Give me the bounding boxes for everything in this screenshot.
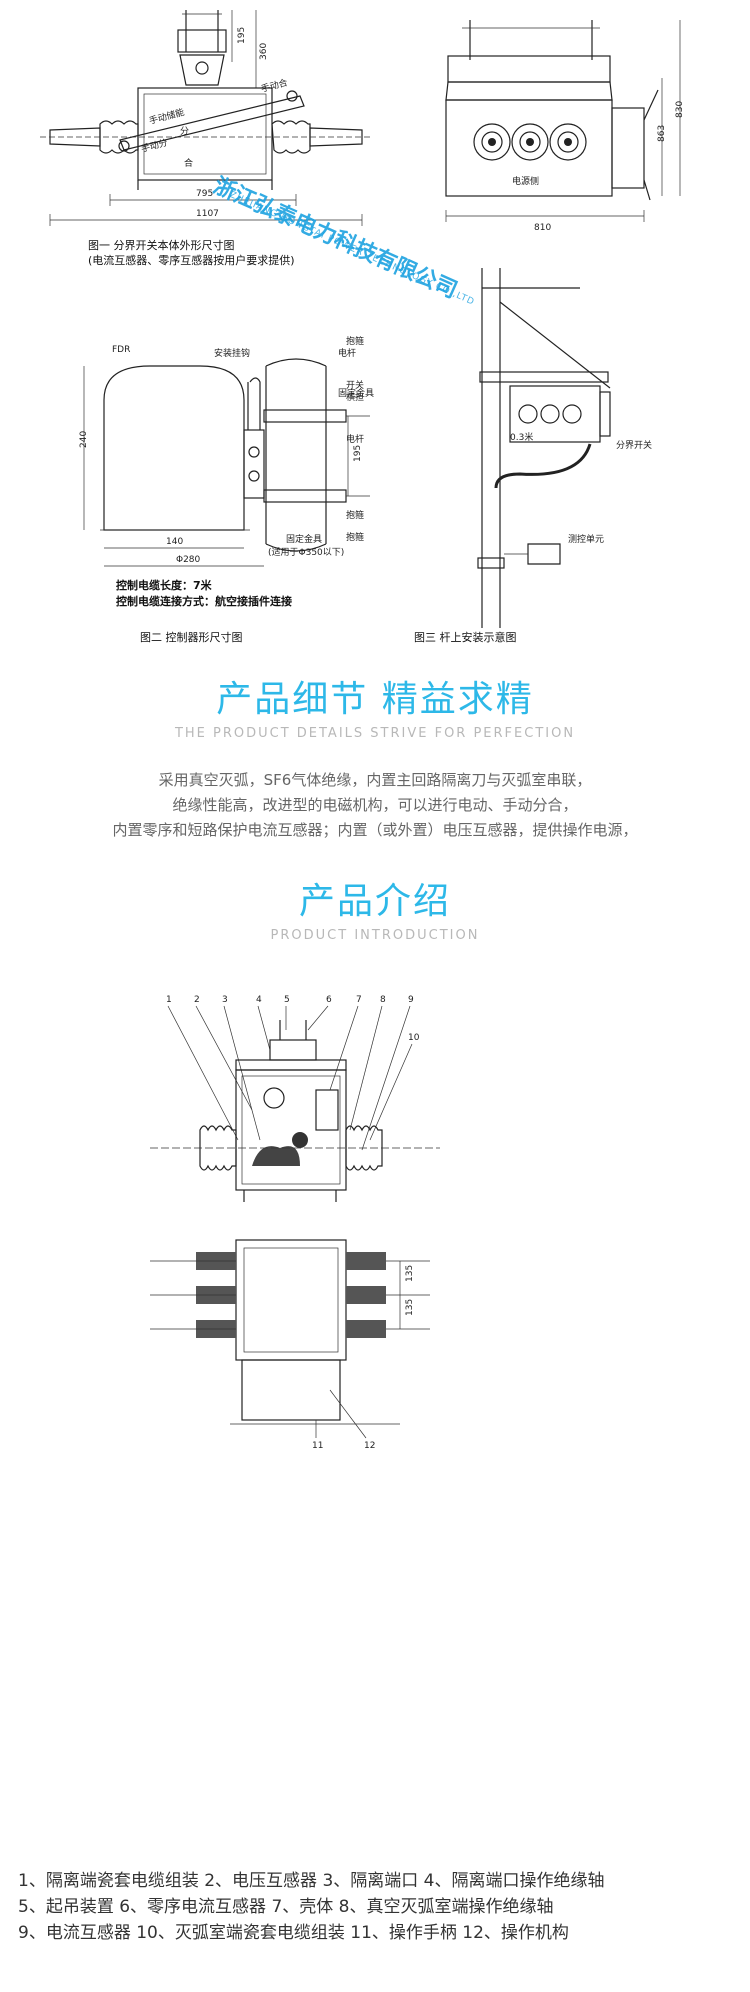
details-title: 产品细节 精益求精	[216, 679, 534, 720]
figure-1: 195 360 手动合 手动储能 手动分 分 合 795 1107 电源侧 86…	[0, 0, 750, 280]
legend-line-3: 9、电流互感器 10、灭弧室端瓷套电缆组装 11、操作手柄 12、操作机构	[18, 1923, 569, 1943]
dim-195b: 195	[353, 445, 363, 462]
legend-line-1: 1、隔离端瓷套电缆组装 2、电压互感器 3、隔离端口 4、隔离端口操作绝缘轴	[18, 1871, 605, 1891]
figure-1-drawing: 195 360 手动合 手动储能 手动分 分 合 795 1107 电源侧 86…	[40, 10, 685, 233]
callout-1: 1	[166, 995, 172, 1005]
label-close: 合	[184, 157, 193, 169]
callout-6: 6	[326, 995, 332, 1005]
label-mount-hook: 安装挂钩	[214, 347, 250, 359]
figure-2-drawing: 240 140 Φ280 195 FDR 安装挂钩 电杆 固定金具 固定金具 (…	[79, 345, 374, 567]
dim-280: Φ280	[176, 555, 201, 565]
callout-2: 2	[194, 995, 200, 1005]
label-power-side: 电源侧	[512, 175, 539, 187]
product-subtitle: PRODUCT INTRODUCTION	[270, 928, 480, 943]
dim-240: 240	[79, 431, 89, 448]
label-switch: 开关	[346, 379, 364, 391]
label-0-3m: 0.3米	[510, 431, 533, 443]
callout-10: 10	[408, 1033, 420, 1043]
figure-4: 1 2 3 4 5 6 7 8 9 10 11 12	[130, 990, 630, 1460]
fig1-bushings	[473, 123, 587, 161]
label-fixture-2-note: (适用于Φ350以下)	[268, 547, 344, 558]
callout-4: 4	[256, 995, 262, 1005]
dim-135-b: 135	[405, 1299, 415, 1316]
callout-12: 12	[364, 1441, 375, 1451]
fig2-caption: 图二 控制器形尺寸图	[140, 631, 243, 644]
label-measure-unit: 测控单元	[568, 533, 604, 545]
details-subtitle: THE PRODUCT DETAILS STRIVE FOR PERFECTIO…	[174, 726, 576, 741]
figure-3: 抱箍 开关 横担 电杆 0.3米 分界开关 抱箍 抱箍 测控单元 图三 杆上安装…	[346, 268, 750, 648]
fig1-caption-2: (电流互感器、零序互感器按用户要求提供)	[88, 254, 295, 267]
label-hoop-3: 抱箍	[346, 531, 364, 543]
intro-line-3: 内置零序和短路保护电流互感器；内置（或外置）电压互感器，提供操作电源，	[112, 821, 638, 839]
callout-5: 5	[284, 995, 290, 1005]
callout-7: 7	[356, 995, 362, 1005]
intro-line-1: 采用真空灭弧，SF6气体绝缘，内置主回路隔离刀与灭弧室串联，	[158, 771, 592, 789]
callout-8: 8	[380, 995, 386, 1005]
label-fixture-1: 固定金具	[338, 387, 374, 399]
fig2-note-1: 控制电缆长度：7米	[116, 579, 212, 592]
fig2-note-2: 控制电缆连接方式：航空接插件连接	[116, 595, 292, 608]
label-hoop-2: 抱箍	[346, 509, 364, 521]
figure-3-drawing: 抱箍 开关 横担 电杆 0.3米 分界开关 抱箍 抱箍 测控单元	[346, 268, 652, 628]
callout-3: 3	[222, 995, 228, 1005]
dim-830: 830	[675, 101, 685, 118]
label-boundary-switch: 分界开关	[616, 439, 652, 451]
figure-2: 240 140 Φ280 195 FDR 安装挂钩 电杆 固定金具 固定金具 (…	[0, 330, 420, 650]
dim-795: 795	[196, 189, 213, 199]
callout-numbers: 1 2 3 4 5 6 7 8 9 10 11 12	[166, 995, 420, 1451]
figure-4-drawing: 1 2 3 4 5 6 7 8 9 10 11 12	[150, 995, 440, 1451]
fig3-caption: 图三 杆上安装示意图	[414, 631, 517, 644]
dim-360: 360	[259, 43, 269, 60]
dim-195: 195	[237, 27, 247, 44]
intro-line-2: 绝缘性能高，改进型的电磁机构，可以进行电动、手动分合，	[172, 796, 578, 814]
product-title: 产品介绍	[298, 881, 451, 922]
label-split: 分	[180, 126, 189, 137]
label-fdr: FDR	[112, 345, 130, 355]
fig1-caption-1: 图一 分界开关本体外形尺寸图	[88, 239, 235, 252]
label-fixture-2: 固定金具	[286, 533, 322, 545]
dim-1107: 1107	[196, 209, 219, 219]
label-pole: 电杆	[338, 347, 356, 359]
dim-140: 140	[166, 537, 183, 547]
dim-810: 810	[534, 223, 551, 233]
callout-9: 9	[408, 995, 414, 1005]
callout-11: 11	[312, 1441, 323, 1451]
label-manual-handle: 手动储能	[148, 106, 186, 127]
label-pole-3: 电杆	[346, 433, 364, 445]
dim-863: 863	[657, 125, 667, 142]
dim-135-a: 135	[405, 1265, 415, 1282]
label-manual-close: 手动合	[260, 76, 289, 95]
legend-line-2: 5、起吊装置 6、零序电流互感器 7、壳体 8、真空灭弧室端操作绝缘轴	[18, 1897, 554, 1917]
label-crossarm: 横担	[346, 391, 364, 403]
label-hoop-1: 抱箍	[346, 335, 364, 347]
